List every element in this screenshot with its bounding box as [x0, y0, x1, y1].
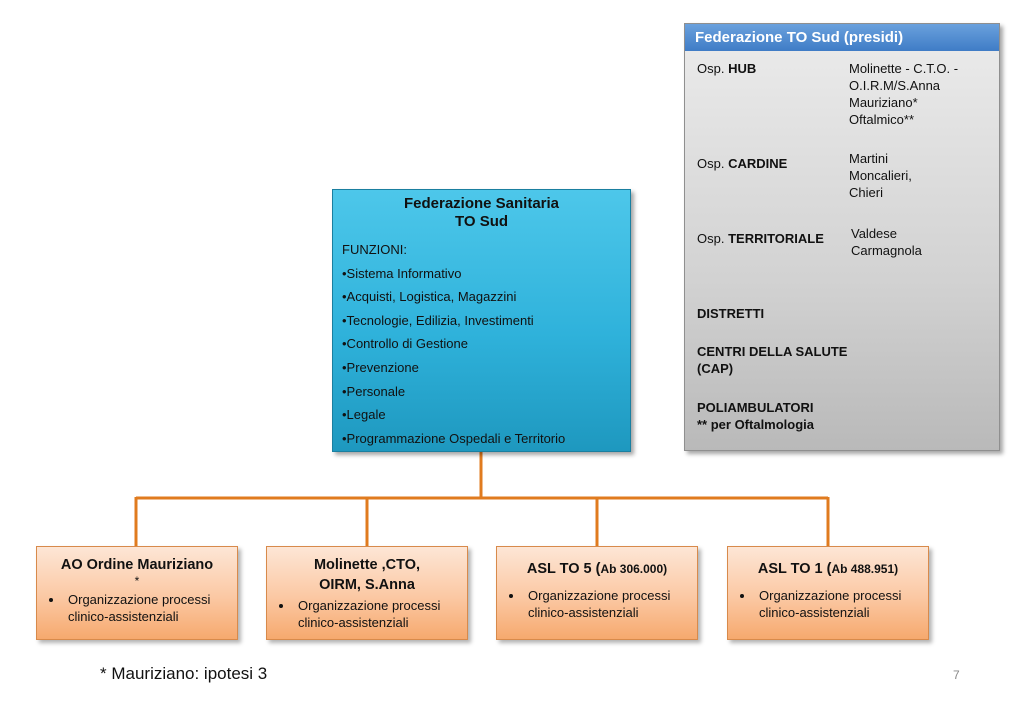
funzione-item: •Programmazione Ospedali e Territorio — [342, 430, 566, 446]
territoriale-label: Osp. TERRITORIALE — [697, 231, 824, 246]
hub-label: Osp. HUB — [697, 61, 757, 76]
poliambulatori-label: POLIAMBULATORI ** per Oftalmologia — [697, 400, 815, 432]
cardine-value: Martini Moncalieri, Chieri — [849, 151, 912, 200]
centri-salute-label: CENTRI DELLA SALUTE (CAP) — [697, 344, 848, 376]
box-title: ASL TO 5 (Ab 306.000) — [526, 561, 668, 577]
funzione-item: •Tecnologie, Edilizia, Investimenti — [342, 312, 534, 328]
presidi-panel: Federazione TO Sud (presidi) Osp. HUB Mo… — [684, 23, 1000, 451]
federazione-title: Federazione Sanitaria TO Sud — [403, 195, 560, 230]
box-molinette: Molinette ,CTO, OIRM, S.Anna Organizzazi… — [266, 546, 468, 640]
box-title: AO Ordine Mauriziano — [60, 557, 214, 573]
cardine-label: Osp. CARDINE — [697, 156, 788, 171]
box-title: Molinette ,CTO, OIRM, S.Anna — [313, 557, 421, 593]
distretti-label: DISTRETTI — [697, 306, 765, 321]
funzioni-list: •Sistema Informativo •Acquisti, Logistic… — [342, 262, 630, 451]
box-title: ASL TO 1 (Ab 488.951) — [757, 561, 899, 577]
box-asl-to5: ASL TO 5 (Ab 306.000) Organizzazione pro… — [496, 546, 698, 640]
funzioni-label: FUNZIONI: — [342, 242, 407, 257]
funzione-item: •Prevenzione — [342, 359, 419, 375]
box-footnote-mark: * — [134, 574, 140, 588]
funzione-item: •Controllo di Gestione — [342, 336, 468, 352]
box-bullet: Organizzazione processi clinico-assisten… — [294, 597, 467, 631]
box-asl-to1: ASL TO 1 (Ab 488.951) Organizzazione pro… — [727, 546, 929, 640]
funzione-item: •Personale — [342, 383, 406, 399]
box-bullet: Organizzazione processi clinico-assisten… — [755, 587, 928, 621]
federazione-box: Federazione Sanitaria TO Sud FUNZIONI: •… — [332, 189, 631, 452]
territoriale-value: Valdese Carmagnola — [851, 226, 922, 258]
box-bullet: Organizzazione processi clinico-assisten… — [524, 587, 697, 621]
box-ao-mauriziano: AO Ordine Mauriziano * Organizzazione pr… — [36, 546, 238, 640]
footnote: * Mauriziano: ipotesi 3 — [100, 664, 268, 683]
funzione-item: •Sistema Informativo — [342, 265, 462, 281]
presidi-header: Federazione TO Sud (presidi) — [685, 24, 999, 51]
funzione-item: •Acquisti, Logistica, Magazzini — [342, 289, 517, 305]
funzione-item: •Legale — [342, 407, 386, 423]
hub-value: Molinette - C.T.O. - O.I.R.M/S.Anna Maur… — [849, 61, 959, 127]
box-bullet: Organizzazione processi clinico-assisten… — [64, 591, 237, 625]
page-number: 7 — [953, 668, 960, 682]
